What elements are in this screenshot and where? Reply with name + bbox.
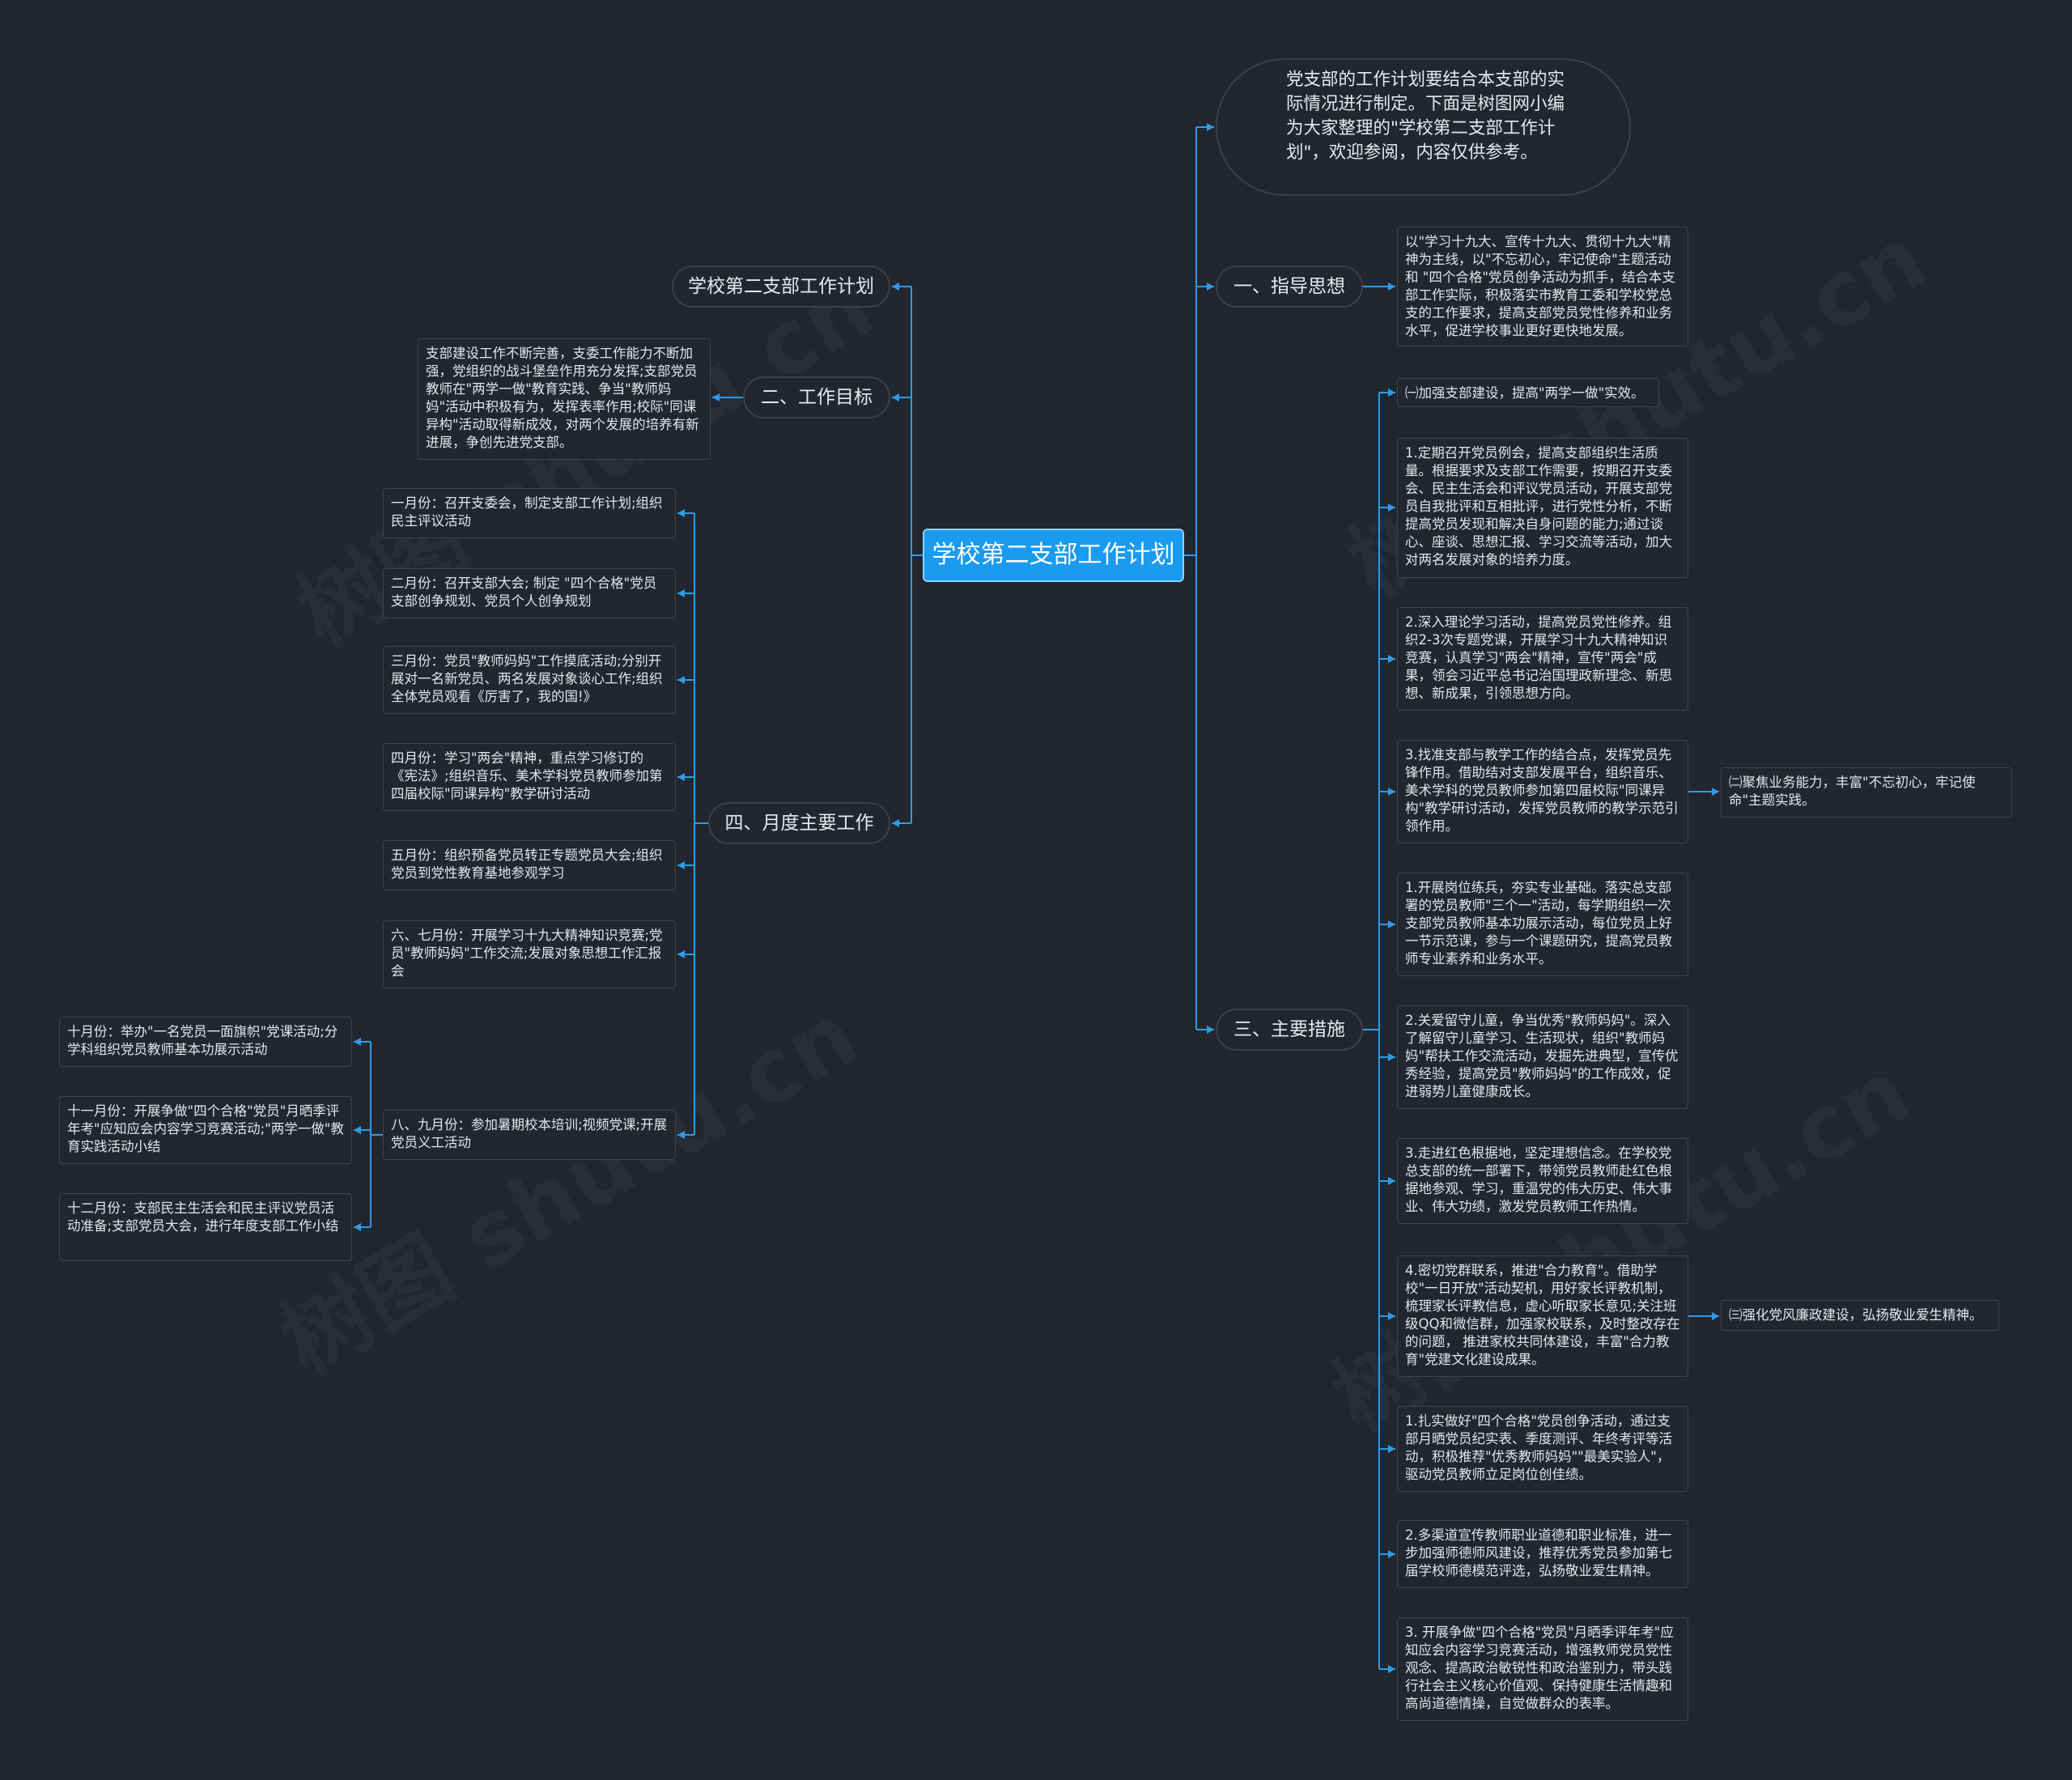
measures-arrow <box>1388 389 1395 397</box>
branch-title[interactable]: 学校第二支部工作计划 <box>672 266 890 308</box>
root-left-arrow <box>892 283 899 291</box>
monthly-item[interactable]: 四月份：学习"两会"精神，重点学习修订的《宪法》;组织音乐、美术学科党员教师参加… <box>383 743 676 811</box>
side1-arrow <box>1712 788 1719 796</box>
measure-item[interactable]: 1.扎实做好"四个合格"党员创争活动，通过支部月晒党员纪实表、季度测评、年终考评… <box>1397 1406 1688 1492</box>
measure-item[interactable]: 3. 开展争做"四个合格"党员"月晒季评年考"应知应会内容学习竞赛活动，增强教师… <box>1397 1617 1688 1721</box>
root-right-arrow <box>1207 1026 1214 1034</box>
monthly-arrow <box>677 676 685 684</box>
measure-item[interactable]: ㈠加强支部建设，提高"两学一做"实效。 <box>1397 378 1659 407</box>
monthly-sub-arrow <box>354 1223 361 1231</box>
branch-guide[interactable]: 一、指导思想 <box>1216 266 1363 308</box>
monthly-sub-item[interactable]: 十一月份：开展争做"四个合格"党员"月晒季评年考"应知应会内容学习竞赛活动;"两… <box>59 1096 352 1164</box>
goal-arrow <box>712 393 720 401</box>
measure-side-label[interactable]: ㈡聚焦业务能力，丰富"不忘初心，牢记使命"主题实践。 <box>1721 767 2012 818</box>
measures-arrow <box>1388 788 1395 796</box>
root-left-arrow <box>892 819 899 827</box>
measure-item[interactable]: 3.走进红色根据地，坚定理想信念。在学校党总支部的统一部署下，带领党员教师赴红色… <box>1397 1138 1688 1224</box>
monthly-arrow <box>677 773 685 781</box>
measures-arrow <box>1388 920 1395 928</box>
monthly-sub-item[interactable]: 十月份：举办"一名党员一面旗帜"党课活动;分学科组织党员教师基本功展示活动 <box>59 1017 352 1067</box>
monthly-arrow <box>677 950 685 958</box>
measure-item[interactable]: 3.找准支部与教学工作的结合点，发挥党员先锋作用。借助结对支部发展平台，组织音乐… <box>1397 740 1688 843</box>
branch-measures[interactable]: 三、主要措施 <box>1216 1009 1363 1051</box>
monthly-item[interactable]: 二月份：召开支部大会; 制定 "四个合格"党员支部创争规划、党员个人创争规划 <box>383 568 676 618</box>
monthly-sub-arrow <box>354 1126 361 1134</box>
root-left-arrow <box>892 393 899 401</box>
measures-arrow <box>1388 1665 1395 1673</box>
measures-arrow <box>1388 655 1395 663</box>
goal-text[interactable]: 支部建设工作不断完善，支委工作能力不断加强，党组织的战斗堡垒作用充分发挥;支部党… <box>418 338 711 460</box>
monthly-sub-item[interactable]: 十二月份：支部民主生活会和民主评议党员活动准备;支部党员大会，进行年度支部工作小… <box>59 1193 352 1261</box>
measures-arrow <box>1388 1177 1395 1185</box>
guide-text[interactable]: 以"学习十九大、宣传十九大、贯彻十九大"精神为主线，以"不忘初心，牢记使命"主题… <box>1397 227 1688 346</box>
monthly-item[interactable]: 八、九月份：参加暑期校本培训;视频党课;开展党员义工活动 <box>383 1110 676 1160</box>
measures-arrow <box>1388 1445 1395 1453</box>
root-right-arrow <box>1207 283 1214 291</box>
measures-arrow <box>1388 1053 1395 1061</box>
monthly-item[interactable]: 三月份：党员"教师妈妈"工作摸底活动;分别开展对一名新党员、两名发展对象谈心工作… <box>383 646 676 714</box>
measure-item[interactable]: 1.定期召开党员例会，提高支部组织生活质量。根据要求及支部工作需要，按期召开支委… <box>1397 438 1688 578</box>
measure-item[interactable]: 2.关爱留守儿童，争当优秀"教师妈妈"。深入了解留守儿童学习、生活现状，组织"教… <box>1397 1005 1688 1109</box>
branch-monthly[interactable]: 四、月度主要工作 <box>708 802 890 844</box>
branch-goal[interactable]: 二、工作目标 <box>743 376 890 418</box>
monthly-item[interactable]: 一月份：召开支委会，制定支部工作计划;组织民主评议活动 <box>383 488 676 538</box>
side2-arrow <box>1712 1312 1719 1320</box>
intro-node[interactable]: 党支部的工作计划要结合本支部的实际情况进行制定。下面是树图网小编为大家整理的"学… <box>1216 58 1631 196</box>
measure-item[interactable]: 4.密切党群联系，推进"合力教育"。借助学校"一日开放"活动契机，用好家长评教机… <box>1397 1255 1688 1377</box>
measure-side-label[interactable]: ㈢强化党风廉政建设，弘扬敬业爱生精神。 <box>1721 1300 1999 1331</box>
measures-arrow <box>1388 1550 1395 1558</box>
root-right-arrow <box>1207 123 1214 131</box>
guide-arrow <box>1388 283 1395 291</box>
root-node[interactable]: 学校第二支部工作计划 <box>923 529 1184 582</box>
monthly-item[interactable]: 六、七月份：开展学习十九大精神知识竞赛;党员"教师妈妈"工作交流;发展对象思想工… <box>383 920 676 988</box>
measures-arrow <box>1388 1312 1395 1320</box>
measure-item[interactable]: 2.深入理论学习活动，提高党员党性修养。组织2-3次专题党课，开展学习十九大精神… <box>1397 607 1688 711</box>
monthly-item[interactable]: 五月份：组织预备党员转正专题党员大会;组织党员到党性教育基地参观学习 <box>383 840 676 890</box>
measures-arrow <box>1388 503 1395 512</box>
monthly-sub-arrow <box>354 1038 361 1046</box>
measure-item[interactable]: 1.开展岗位练兵，夯实专业基础。落实总支部署的党员教师"三个一"活动，每学期组织… <box>1397 873 1688 976</box>
monthly-arrow <box>677 1131 685 1139</box>
monthly-arrow <box>677 589 685 597</box>
monthly-arrow <box>677 861 685 869</box>
measure-item[interactable]: 2.多渠道宣传教师职业道德和职业标准，进一步加强师德师风建设，推荐优秀党员参加第… <box>1397 1520 1688 1588</box>
monthly-arrow <box>677 509 685 517</box>
